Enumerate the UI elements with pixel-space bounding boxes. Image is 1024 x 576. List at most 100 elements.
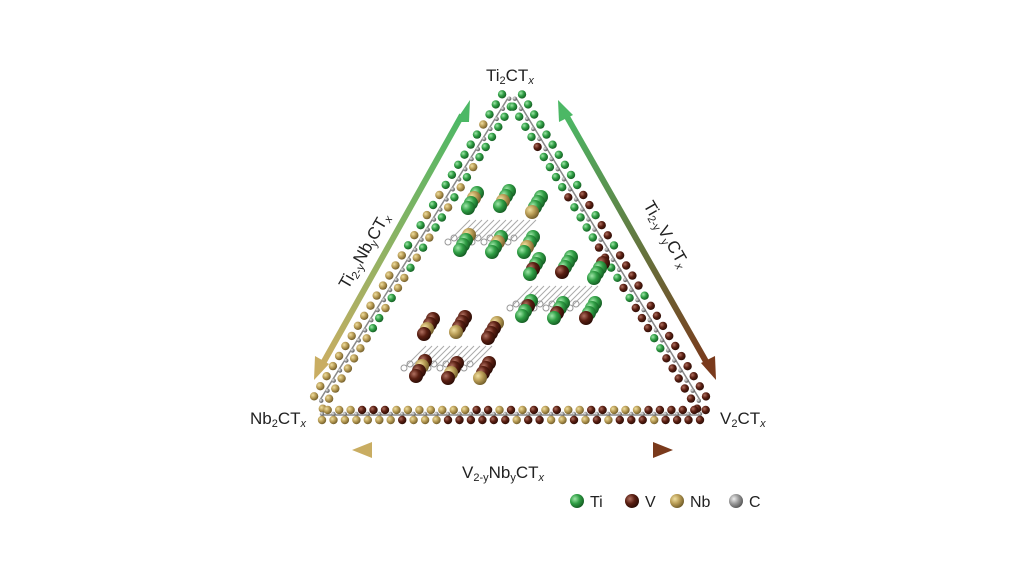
label-v-nb-solid-solution: V2-yNbyCTx: [462, 463, 545, 484]
nb-atom: [461, 405, 470, 415]
c-atom: [354, 411, 359, 417]
v-atom: [677, 351, 686, 361]
ti-atom: [437, 213, 447, 222]
c-atom: [665, 348, 671, 353]
c-atom: [543, 146, 548, 152]
nb-atom: [449, 325, 463, 339]
c-atom: [548, 411, 554, 417]
label-ti2ctx: Ti2CTx: [486, 66, 534, 87]
ti-atom: [431, 223, 440, 232]
v-atom: [680, 384, 689, 393]
c-atom: [468, 411, 474, 417]
ti-atom: [515, 112, 524, 121]
c-atom: [690, 388, 695, 393]
c-atom: [510, 234, 518, 242]
c-atom: [512, 300, 520, 308]
v-atom: [417, 327, 431, 341]
v-atom: [672, 415, 682, 425]
legend-v: V: [645, 494, 656, 511]
c-atom: [319, 398, 324, 403]
v-atom: [466, 415, 476, 425]
nb-atom: [346, 405, 355, 415]
v-atom: [668, 364, 677, 373]
c-atom: [629, 287, 634, 293]
c-atom: [617, 411, 622, 417]
ti-atom: [542, 130, 551, 139]
c-atom: [450, 234, 458, 242]
v-atom: [678, 405, 687, 415]
v-atom: [686, 394, 696, 403]
ti-atom: [521, 122, 530, 131]
nb-atom: [375, 415, 384, 425]
ti-atom: [461, 201, 475, 215]
c-atom: [350, 348, 355, 353]
v-atom: [441, 371, 455, 385]
nb-atom: [410, 231, 419, 240]
v-atom: [652, 311, 662, 320]
nb-atom: [400, 273, 409, 283]
c-atom: [457, 411, 462, 417]
ti-atom: [530, 110, 539, 119]
ti-atom: [609, 241, 619, 250]
v-atom: [472, 405, 481, 415]
c-atom: [531, 126, 536, 132]
nb-atom: [621, 405, 630, 415]
c-atom: [500, 106, 506, 112]
nb-atom: [575, 405, 584, 415]
v-atom: [592, 415, 602, 425]
c-atom: [481, 136, 487, 142]
c-atom: [610, 257, 616, 262]
c-atom: [512, 96, 517, 101]
c-atom: [537, 136, 542, 142]
c-atom: [356, 338, 361, 343]
v-atom: [357, 405, 367, 415]
nb-atom: [378, 281, 388, 290]
nb-atom: [347, 331, 356, 341]
nb-atom: [366, 301, 375, 310]
nb-atom: [415, 405, 424, 415]
c-atom: [456, 177, 462, 182]
c-atom: [503, 411, 508, 417]
c-atom: [319, 411, 325, 417]
v-atom: [587, 405, 596, 415]
c-atom: [381, 297, 387, 303]
c-atom: [659, 338, 665, 343]
c-atom: [653, 328, 659, 333]
ti-atom: [527, 132, 536, 142]
nb-atom: [337, 374, 346, 383]
nb-atom: [397, 251, 406, 260]
c-atom: [438, 207, 443, 212]
nb-atom: [393, 283, 403, 293]
v-atom: [665, 331, 674, 341]
c-atom: [488, 126, 493, 132]
c-atom: [400, 267, 405, 273]
c-atom: [506, 304, 514, 312]
ti-atom: [588, 233, 597, 242]
c-atom: [450, 187, 455, 192]
ti-atom: [406, 263, 415, 272]
nb-atom: [316, 382, 325, 391]
c-atom: [406, 257, 412, 262]
c-atom: [652, 411, 657, 417]
nb-atom: [449, 405, 458, 415]
c-atom: [494, 116, 499, 122]
v-atom: [667, 405, 676, 415]
v-atom: [631, 303, 640, 313]
v-atom: [644, 405, 653, 415]
nb-atom: [525, 205, 539, 219]
nb-atom: [403, 405, 413, 415]
v-atom: [643, 323, 653, 333]
c-atom-icon: [729, 494, 743, 508]
c-atom: [647, 318, 652, 323]
v-atom: [533, 142, 542, 152]
nb-atom: [512, 415, 521, 425]
c-atom: [526, 411, 531, 417]
ti-atom: [462, 173, 472, 182]
v-atom: [579, 190, 588, 200]
v-atom: [683, 362, 692, 371]
c-atom: [598, 237, 603, 242]
v-atom: [671, 341, 680, 351]
nb-atom: [329, 415, 338, 425]
c-atom: [413, 247, 418, 252]
